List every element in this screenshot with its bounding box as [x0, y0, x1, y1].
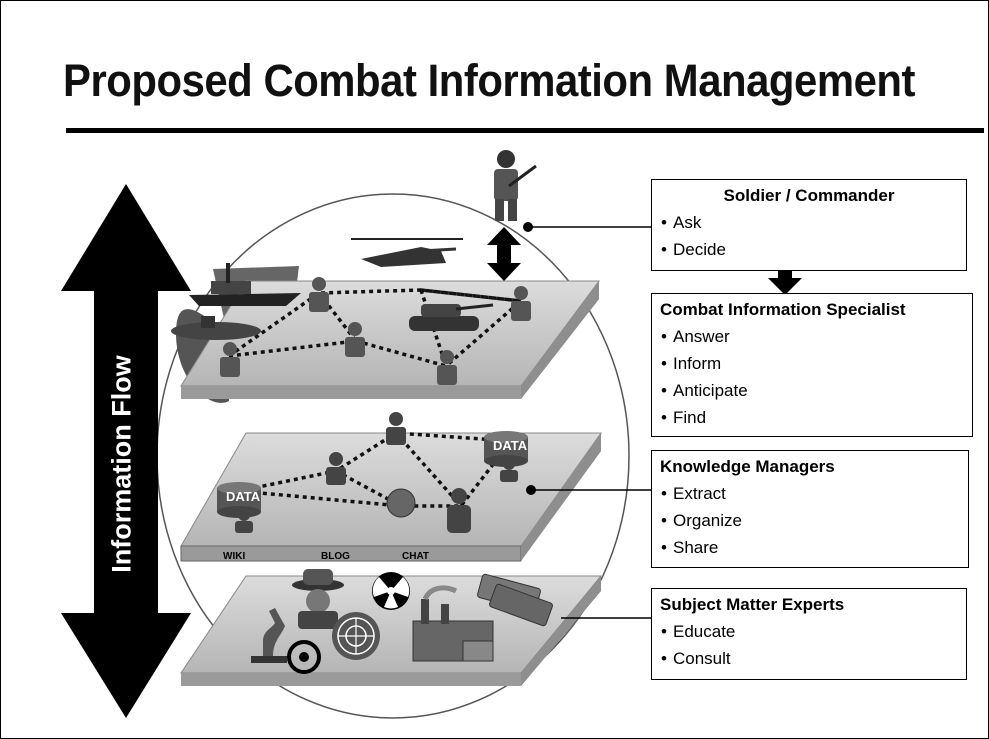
information-flow-label: Information Flow	[106, 355, 137, 573]
information-flow-arrow	[61, 184, 191, 718]
soldier-arrow	[487, 227, 521, 281]
tank-icon	[409, 303, 494, 331]
analyst-icon	[220, 277, 531, 385]
radiation-icon	[372, 572, 410, 610]
role-box-subject-matter-experts: Subject Matter Experts •Educate •Consult	[651, 588, 967, 680]
soldier-icon	[494, 150, 537, 221]
role-heading: Knowledge Managers	[660, 457, 835, 476]
role-item: •Ask	[661, 213, 702, 232]
role-item: •Educate	[661, 622, 736, 641]
role-item: •Extract	[661, 484, 726, 503]
role-box-combat-information-specialist: Combat Information Specialist •Answer •I…	[651, 293, 973, 437]
role-heading: Combat Information Specialist	[660, 300, 906, 319]
role-item: •Inform	[661, 354, 722, 373]
role-heading: Soldier / Commander	[723, 186, 895, 205]
biohazard-icon	[287, 640, 321, 674]
role-item: •Organize	[661, 511, 742, 530]
database-icon	[217, 482, 261, 518]
network-layer-top	[180, 280, 600, 399]
role-item: •Answer	[661, 327, 730, 346]
blog-label: BLOG	[321, 551, 350, 562]
chat-label: CHAT	[402, 551, 430, 562]
un-emblem-icon	[332, 612, 380, 660]
money-icon	[477, 573, 553, 627]
spy-icon	[292, 569, 344, 629]
role-item: •Decide	[661, 240, 726, 259]
submarine-icon	[171, 316, 261, 340]
ship-icon	[189, 263, 301, 306]
wiki-label: WIKI	[223, 551, 246, 562]
role-box-knowledge-managers: Knowledge Managers •Extract •Organize •S…	[651, 450, 969, 568]
role-heading: Subject Matter Experts	[660, 595, 845, 614]
microscope-icon	[251, 608, 287, 663]
factory-icon	[412, 585, 494, 662]
helicopter-icon	[351, 238, 463, 267]
analyst-icon	[235, 412, 518, 533]
role-item: •Consult	[661, 649, 731, 668]
globe-icon	[386, 488, 416, 518]
slide-title: Proposed Combat Information Management	[63, 55, 915, 106]
role-box-soldier-commander: Soldier / Commander •Ask •Decide	[651, 179, 967, 271]
data-store-label: DATA	[493, 438, 528, 453]
role-item: •Find	[661, 408, 707, 427]
data-store-label: DATA	[226, 489, 261, 504]
role-item: •Anticipate	[661, 381, 748, 400]
title-rule	[66, 128, 984, 133]
role-item: •Share	[661, 538, 719, 557]
